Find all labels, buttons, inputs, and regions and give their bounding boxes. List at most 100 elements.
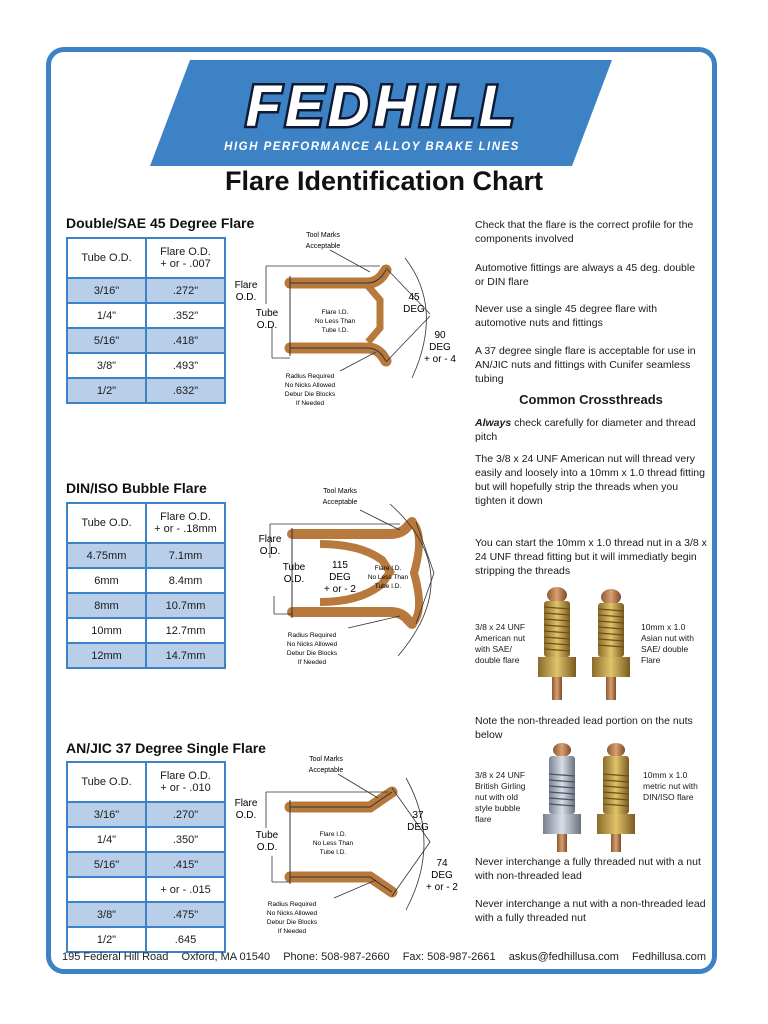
included-angle-label: 90 [434,330,446,341]
tool-marks-label: Tool Marks [306,232,340,239]
footer-address: 195 Federal Hill Road [62,951,169,963]
table-row: 1/4".352" [66,302,226,329]
note-automotive: Automotive fittings are always a 45 deg.… [475,262,696,288]
svg-text:DEG: DEG [329,572,351,583]
svg-text:Debur Die Blocks: Debur Die Blocks [287,650,338,657]
din-section-title: DIN/ISO Bubble Flare [66,480,207,496]
svg-text:+ or - 2: + or - 2 [324,584,356,595]
an-section-title: AN/JIC 37 Degree Single Flare [66,740,266,756]
table-row: 3/8".475" [66,901,226,928]
note-37-degree: A 37 degree single flare is acceptable f… [475,345,696,385]
svg-text:O.D.: O.D. [260,546,281,557]
footer-website[interactable]: Fedhillusa.com [632,951,706,963]
svg-text:O.D.: O.D. [257,320,278,331]
photo-caption-asian: 10mm x 1.0 Asian nut with SAE/ double Fl… [641,622,694,665]
photo-caption-metric: 10mm x 1.0 metric nut with DIN/ISO flare [643,770,698,802]
angle-label: 115 [332,560,348,571]
tube-od-label: Tube [283,562,306,573]
svg-text:No Nicks Allowed: No Nicks Allowed [285,382,336,389]
photo-caption-british: 3/8 x 24 UNF British Girling nut with ol… [475,770,526,824]
svg-text:O.D.: O.D. [236,810,257,821]
nut-photo-sae [538,587,630,700]
table-header: Tube O.D. [66,761,147,803]
svg-text:Tube I.D.: Tube I.D. [322,327,349,334]
svg-text:DEG: DEG [403,304,425,315]
svg-text:No Less Than: No Less Than [368,574,409,581]
tool-marks-label: Tool Marks [309,756,343,763]
flare-id-label: Flare I.D. [320,831,347,838]
svg-text:+ or - 4: + or - 4 [424,354,456,365]
table-row: 3/16".272" [66,277,226,304]
svg-text:Debur Die Blocks: Debur Die Blocks [267,919,318,926]
table-header: Flare O.D.+ or - .007 [145,237,226,279]
note-profile: Check that the flare is the correct prof… [475,219,694,245]
table-header: Tube O.D. [66,502,147,544]
svg-text:No Less Than: No Less Than [315,318,356,325]
logo-wordmark: FEDHILL [246,74,519,139]
flare-od-label: Flare [235,280,258,291]
page-title: Flare Identification Chart [224,166,544,196]
table-row: 5/16".415" [66,851,226,878]
note-never-interchange-2: Never interchange a nut with a non-threa… [475,898,706,924]
svg-text:DEG: DEG [431,870,453,881]
crossthreads-heading: Common Crossthreads [519,392,663,407]
svg-text:No Nicks Allowed: No Nicks Allowed [267,910,318,917]
footer-phone: Phone: 508-987-2660 [283,951,390,963]
svg-text:Acceptable: Acceptable [323,499,358,506]
page-border [46,47,717,974]
svg-text:DEG: DEG [407,822,429,833]
radius-note: Radius Required [288,632,337,639]
tool-marks-label: Tool Marks [323,488,357,495]
table-row: 1/2".645 [66,926,226,953]
svg-text:O.D.: O.D. [236,292,257,303]
an-flare-diagram: Tool Marks Acceptable Flare O.D. Tube O.… [235,756,459,935]
fedhill-logo: FEDHILL HIGH PERFORMANCE ALLOY BRAKE LIN… [150,60,612,166]
logo-tagline: HIGH PERFORMANCE ALLOY BRAKE LINES [224,141,520,153]
radius-note: Radius Required [268,901,317,908]
din-flare-diagram: Tool Marks Acceptable Flare O.D. Tube O.… [259,488,435,666]
flare-id-label: Flare I.D. [375,565,402,572]
svg-text:Debur Die Blocks: Debur Die Blocks [285,391,336,398]
table-row: 1/2".632" [66,377,226,404]
svg-text:If Needed: If Needed [298,659,327,666]
note-never-interchange-1: Never interchange a fully threaded nut w… [475,856,701,882]
svg-text:If Needed: If Needed [296,400,325,407]
angle-label: 45 [408,292,420,303]
svg-text:Acceptable: Acceptable [306,243,341,250]
angle-label: 37 [412,810,424,821]
svg-text:If Needed: If Needed [278,928,307,935]
radius-note: Radius Required [286,373,335,380]
footer: 195 Federal Hill Road Oxford, MA 01540 P… [0,951,768,963]
table-header: Flare O.D.+ or - .010 [145,761,226,803]
table-header: Flare O.D.+ or - .18mm [145,502,226,544]
an-table: Tube O.D. Flare O.D.+ or - .010 3/16".27… [66,761,226,953]
footer-email[interactable]: askus@fedhillusa.com [508,951,619,963]
note-always: Always check carefully for diameter and … [475,417,696,443]
flare-od-label: Flare [259,534,282,545]
svg-text:+ or - 2: + or - 2 [426,882,458,893]
svg-text:No Less Than: No Less Than [313,840,354,847]
svg-text:O.D.: O.D. [257,842,278,853]
note-single-flare: Never use a single 45 degree flare with … [475,303,658,329]
table-row: 3/8".493" [66,352,226,379]
tube-od-label: Tube [256,830,279,841]
svg-text:Acceptable: Acceptable [309,767,344,774]
svg-text:Tube I.D.: Tube I.D. [375,583,402,590]
svg-text:No Nicks Allowed: No Nicks Allowed [287,641,338,648]
sae-section-title: Double/SAE 45 Degree Flare [66,215,255,231]
nut-photo-bubble [543,743,635,852]
note-metric-into-unf: You can start the 10mm x 1.0 thread nut … [475,537,707,577]
included-angle-label: 74 [436,858,448,869]
footer-fax: Fax: 508-987-2661 [402,951,496,963]
flare-id-label: Flare I.D. [322,309,349,316]
tube-od-label: Tube [256,308,279,319]
footer-city: Oxford, MA 01540 [181,951,271,963]
table-row: 3/16".270" [66,801,226,828]
note-non-threaded: Note the non-threaded lead portion on th… [475,715,693,741]
